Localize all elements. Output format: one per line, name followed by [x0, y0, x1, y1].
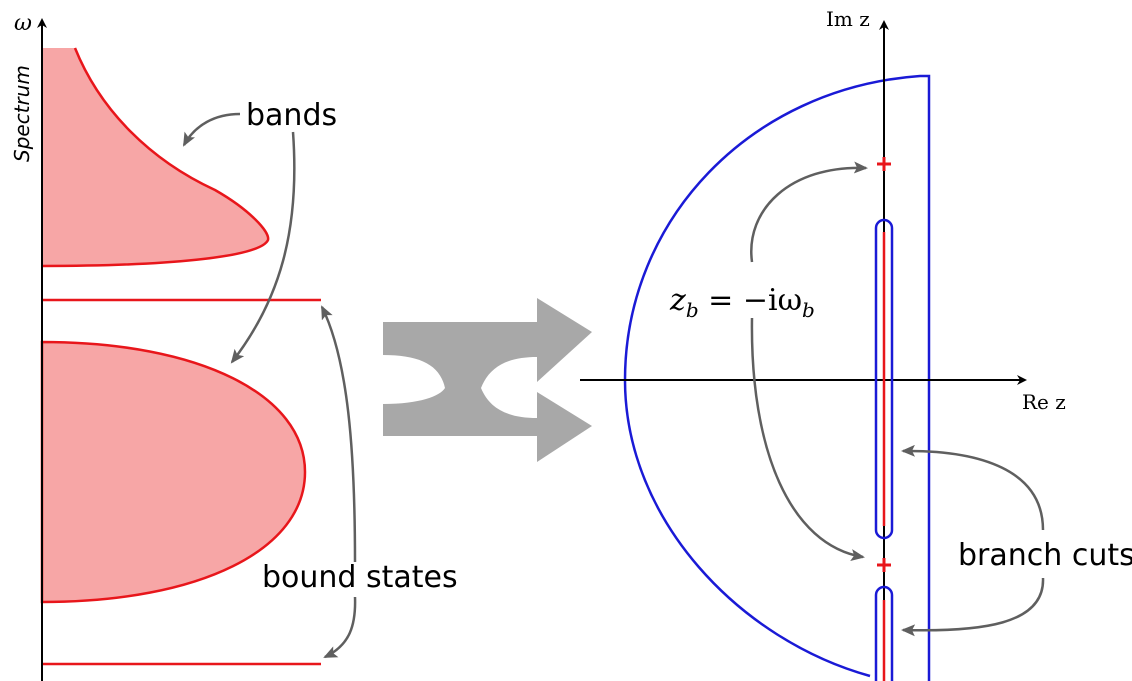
- transform-arrows: [383, 298, 592, 462]
- transform-arrow-upper: [383, 298, 592, 388]
- branch-cuts-label: branch cuts: [958, 538, 1132, 573]
- branch-cut-keyhole-upper: [874, 218, 894, 540]
- pole-arrow-lower: [750, 317, 865, 561]
- pole-arrow-upper: [750, 161, 868, 263]
- right-complex-plane-panel: Im z Re z zb = −iωb branch cuts: [580, 7, 1132, 681]
- bands-arrow-to-upper: [182, 112, 241, 147]
- branch-cuts-arrow-upper: [901, 444, 1045, 531]
- bands-label: bands: [246, 98, 337, 133]
- upper-band-edge: [41, 47, 270, 268]
- pole-label: zb = −iωb: [669, 283, 815, 322]
- pole-upper: [877, 157, 891, 171]
- transform-arrow-lower: [383, 388, 592, 462]
- omega-axis-symbol: ω: [14, 11, 32, 36]
- imag-axis-label: Im z: [826, 7, 870, 31]
- bands-arrow-to-lower: [230, 131, 296, 364]
- lower-band-region: [40, 340, 307, 604]
- branch-cut-keyhole-lower: [874, 585, 894, 681]
- bound-arrow-to-upper: [320, 305, 357, 563]
- integration-contour: [623, 74, 931, 681]
- spectrum-axis-title: Spectrum: [10, 65, 34, 162]
- pole-lower: [877, 558, 891, 572]
- left-spectrum-panel: ω Spectrum bands bound states: [10, 11, 458, 681]
- real-axis-label: Re z: [1022, 390, 1066, 414]
- bound-arrow-to-lower: [323, 596, 357, 659]
- upper-band-region: [42, 48, 269, 266]
- branch-cuts-arrow-lower: [901, 577, 1045, 637]
- bound-states-label: bound states: [262, 560, 458, 595]
